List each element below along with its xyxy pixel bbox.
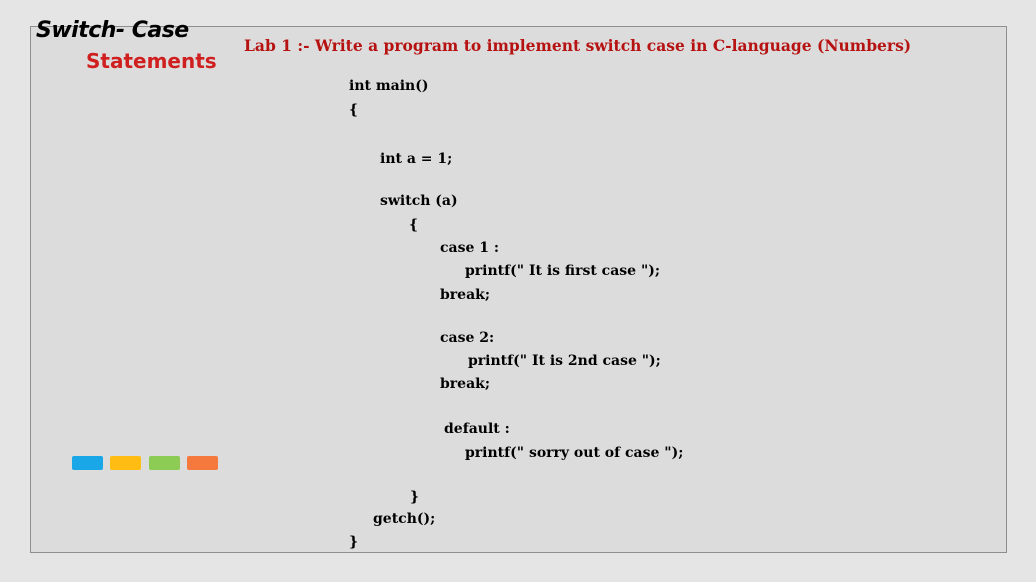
code-line-break2: break; <box>440 376 491 392</box>
code-line-getch: getch(); <box>373 511 436 527</box>
code-line-default: default : <box>444 421 510 437</box>
slide-title-line2: Statements <box>86 49 217 73</box>
code-line-switch-open: { <box>409 217 419 233</box>
slide-title-line1: Switch- Case <box>36 18 189 43</box>
lab-heading: Lab 1 :- Write a program to implement sw… <box>244 36 912 55</box>
decor-swatch-yellow <box>110 456 141 470</box>
code-line-printf1: printf(" It is first case "); <box>465 263 661 279</box>
code-line-switch-close: } <box>410 489 420 505</box>
decor-swatch-blue <box>72 456 103 470</box>
code-line-break1: break; <box>440 287 491 303</box>
code-line-main: int main() <box>349 78 429 94</box>
code-line-open-brace: { <box>349 102 359 118</box>
code-line-case1: case 1 : <box>440 240 500 256</box>
code-line-printf-default: printf(" sorry out of case "); <box>465 445 684 461</box>
decor-swatch-orange <box>187 456 218 470</box>
code-line-declare: int a = 1; <box>380 151 453 167</box>
code-line-printf2: printf(" It is 2nd case "); <box>468 353 661 369</box>
code-line-close-brace: } <box>349 534 359 550</box>
decor-swatch-green <box>149 456 180 470</box>
code-line-switch: switch (a) <box>380 193 458 209</box>
slide-panel <box>30 26 1007 553</box>
code-line-case2: case 2: <box>440 330 495 346</box>
